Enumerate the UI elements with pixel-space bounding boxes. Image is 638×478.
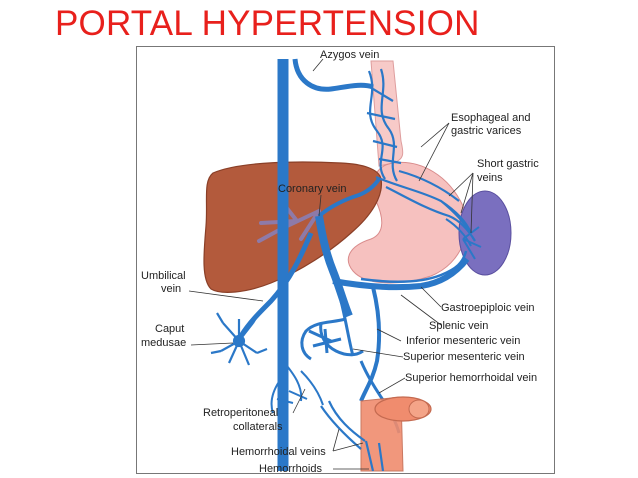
label-gastroepiploic-vein: Gastroepiploic vein [441, 302, 535, 314]
label-retroperitoneal-collaterals-line1: Retroperitoneal [203, 407, 278, 419]
label-esophageal-varices-line2: gastric varices [451, 125, 522, 137]
esophageal-varices [366, 68, 476, 242]
liver-shape [203, 161, 383, 293]
inferior-mesenteric-vein [359, 286, 382, 402]
coronary-vein [317, 177, 381, 218]
short-gastric-veins [440, 200, 482, 260]
label-hemorrhoids: Hemorrhoids [259, 463, 322, 473]
colon-segment-inner [408, 399, 430, 419]
label-superior-hemorrhoidal-vein: Superior hemorrhoidal vein [405, 372, 537, 384]
label-azygos-vein: Azygos vein [320, 49, 379, 61]
label-caput-medusae-line2: medusae [141, 337, 186, 349]
azygos-vein [292, 58, 374, 92]
label-short-gastric-line1: Short gastric [477, 158, 539, 170]
label-short-gastric-line2: veins [477, 172, 503, 184]
diagram-svg: Azygos vein Esophageal and gastric varic… [141, 49, 539, 473]
umbilical-vein [238, 232, 314, 338]
esophagus-shape [370, 60, 404, 167]
superior-mesenteric-branches [300, 300, 364, 361]
label-hemorrhoidal-veins: Hemorrhoidal veins [231, 446, 326, 458]
page-title: PORTAL HYPERTENSION [55, 4, 480, 43]
label-splenic-vein: Splenic vein [429, 320, 488, 332]
label-caput-medusae-line1: Caput [155, 323, 184, 335]
leader-lines [188, 58, 474, 470]
label-inferior-mesenteric-vein: Inferior mesenteric vein [406, 335, 520, 347]
label-superior-mesenteric-vein: Superior mesenteric vein [403, 351, 525, 363]
portal-vein [315, 215, 353, 318]
portal-hypertension-diagram: Azygos vein Esophageal and gastric varic… [136, 46, 555, 474]
label-umbilical-vein-line2: vein [161, 283, 181, 295]
label-retroperitoneal-collaterals-line2: collaterals [233, 421, 283, 433]
label-umbilical-vein-line1: Umbilical [141, 270, 186, 282]
hemorrhoidal-veins [320, 400, 385, 472]
gastroepiploic-vein [360, 250, 468, 283]
label-coronary-vein: Coronary vein [278, 183, 346, 195]
label-esophageal-varices-line1: Esophageal and [451, 112, 531, 124]
caput-medusae [210, 312, 268, 366]
splenic-vein [332, 257, 470, 291]
